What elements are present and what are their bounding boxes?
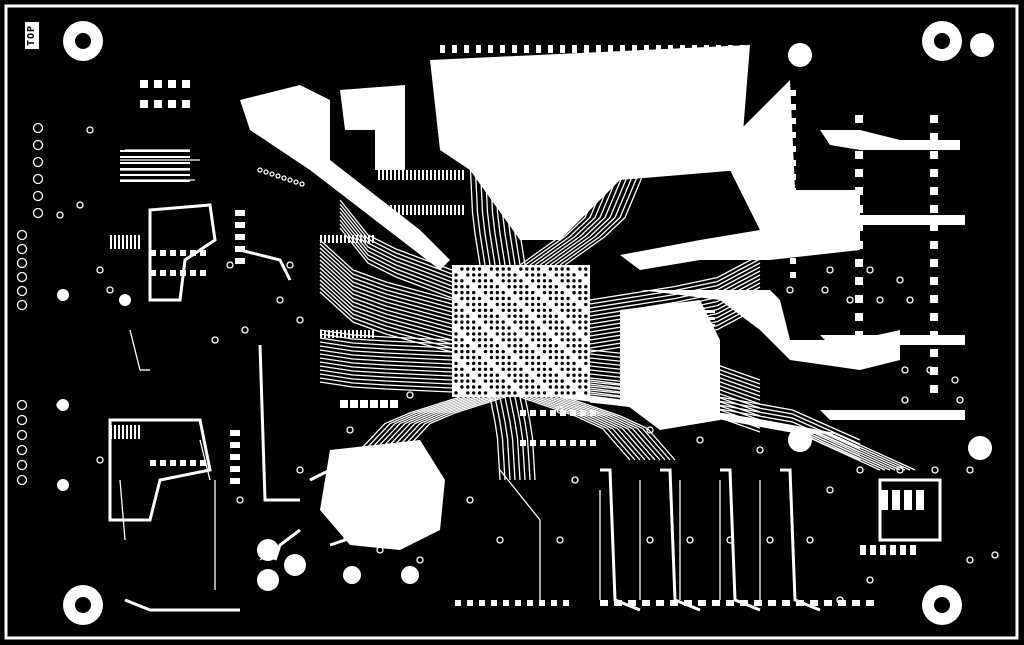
- copper-pours: [240, 45, 965, 550]
- component-pads: [110, 45, 938, 606]
- component-outlines: [108, 203, 942, 612]
- bga-package: [452, 265, 590, 397]
- layer-label: TOP: [25, 21, 39, 49]
- large-pads: [57, 33, 994, 591]
- board-outline: [4, 4, 1019, 640]
- mounting-holes: [63, 21, 962, 625]
